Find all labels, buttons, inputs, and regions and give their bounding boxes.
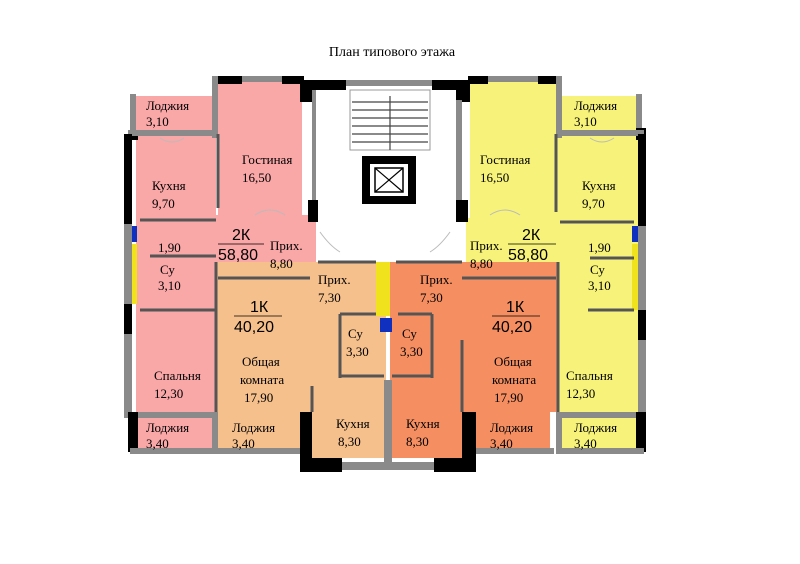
room-area: 12,30	[566, 386, 595, 401]
room-area: 3,10	[588, 278, 611, 293]
room-name: Су	[160, 262, 175, 277]
vent-blue-right	[632, 226, 639, 242]
door-swings	[159, 137, 615, 253]
room-area: 7,30	[420, 290, 443, 305]
room-area: 17,90	[494, 390, 523, 405]
room-name: Кухня	[582, 178, 616, 193]
apartment-area: 58,80	[508, 247, 548, 264]
room-name: Гостиная	[480, 152, 530, 167]
walls	[124, 76, 646, 472]
partitions	[140, 134, 634, 412]
room-name: Прих.	[318, 272, 351, 287]
room-name: Прих.	[470, 238, 503, 253]
room-area: 16,50	[480, 170, 509, 185]
apartment-right-2k	[466, 80, 640, 450]
room-area: 8,30	[406, 434, 429, 449]
apartment-left-2k	[136, 80, 316, 450]
room-name: Кухня	[336, 416, 370, 431]
room-area: 3,40	[232, 436, 255, 451]
room-name: Лоджия	[146, 420, 189, 435]
room-name: Прих.	[270, 238, 303, 253]
apartment-label: 1К	[506, 299, 525, 316]
room-area: 16,50	[242, 170, 271, 185]
room-name: Су	[402, 326, 417, 341]
room-area: 1,90	[588, 240, 611, 255]
vent-yellow-right	[632, 244, 639, 310]
apartment-left-1k	[216, 262, 386, 458]
vent-blue-left	[130, 226, 137, 242]
room-name: Лоджия	[574, 98, 617, 113]
shaft-yellow	[376, 262, 390, 316]
room-name: Общая	[242, 354, 280, 369]
room-name: Общая	[494, 354, 532, 369]
room-name: Гостиная	[242, 152, 292, 167]
apartment-label: 1К	[250, 299, 269, 316]
room-name: Лоджия	[146, 98, 189, 113]
room-area: 3,40	[146, 436, 169, 451]
apartment-area: 40,20	[492, 319, 532, 336]
room-name: Лоджия	[574, 420, 617, 435]
vent-yellow-left	[130, 244, 137, 304]
room-area: 3,30	[346, 344, 369, 359]
plan-title: План типового этажа	[329, 45, 456, 60]
apartment-area: 58,80	[218, 247, 258, 264]
room-name: Спальня	[154, 368, 201, 383]
room-area: 3,10	[158, 278, 181, 293]
room-name: Лоджия	[490, 420, 533, 435]
apartment-label: 2К	[522, 227, 541, 244]
room-name: Спальня	[566, 368, 613, 383]
room-area: 17,90	[244, 390, 273, 405]
stair-elevator-core	[349, 89, 431, 204]
apartment-area: 40,20	[234, 319, 274, 336]
room-area: 3,10	[146, 114, 169, 129]
room-area: 3,30	[400, 344, 423, 359]
room-area: 8,80	[270, 256, 293, 271]
room-name: комната	[240, 372, 284, 387]
room-area: 9,70	[152, 196, 175, 211]
room-area: 3,10	[574, 114, 597, 129]
room-name: комната	[492, 372, 536, 387]
room-name: Су	[590, 262, 605, 277]
room-area: 7,30	[318, 290, 341, 305]
room-name: Кухня	[406, 416, 440, 431]
shaft-blue	[380, 318, 392, 332]
room-area: 8,80	[470, 256, 493, 271]
room-area: 3,40	[490, 436, 513, 451]
apartment-label: 2К	[232, 227, 251, 244]
room-area: 3,40	[574, 436, 597, 451]
room-area: 9,70	[582, 196, 605, 211]
room-name: Су	[348, 326, 363, 341]
room-area: 1,90	[158, 240, 181, 255]
room-area: 12,30	[154, 386, 183, 401]
room-name: Прих.	[420, 272, 453, 287]
room-name: Кухня	[152, 178, 186, 193]
apartment-label-frames	[218, 243, 556, 317]
apartment-right-1k	[390, 262, 558, 458]
room-name: Лоджия	[232, 420, 275, 435]
room-area: 8,30	[338, 434, 361, 449]
